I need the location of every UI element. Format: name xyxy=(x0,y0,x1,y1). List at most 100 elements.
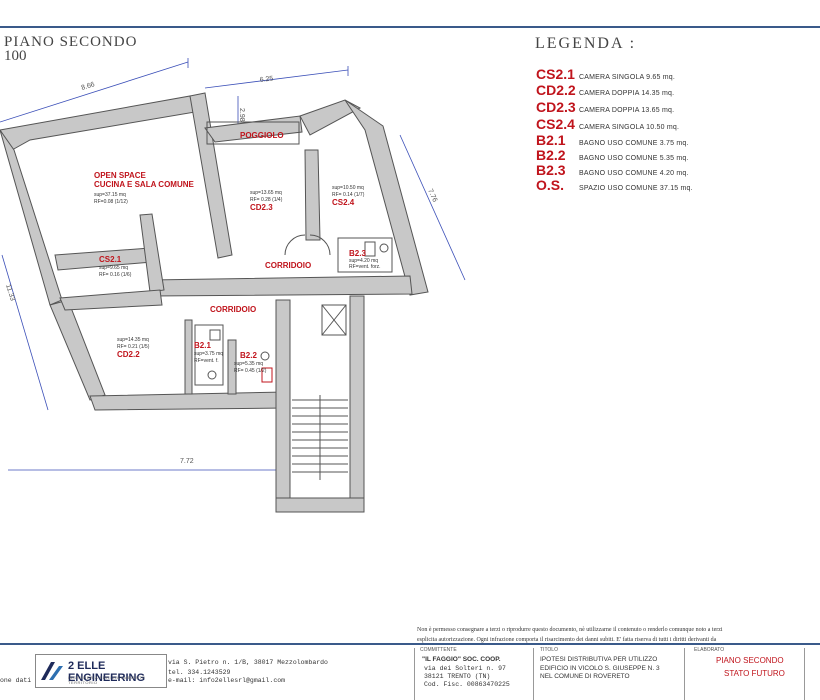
open-space-sublabel: CUCINA E SALA COMUNE xyxy=(94,180,195,189)
dimension-line xyxy=(204,69,349,89)
shower-icon xyxy=(209,329,221,341)
elaborato-line: STATO FUTURO xyxy=(724,669,785,678)
wall xyxy=(275,497,365,513)
wall xyxy=(184,319,193,395)
legend-desc: CAMERA SINGOLA 9.65 mq. xyxy=(579,74,676,81)
legend-desc: SPAZIO USO COMUNE 37.15 mq. xyxy=(579,185,693,192)
dimension-label: 8.66 xyxy=(81,81,96,92)
column-divider xyxy=(533,648,534,700)
b22-code: B2.2 xyxy=(240,351,257,360)
cd22-sup: sup=14.35 mq xyxy=(117,337,149,343)
cs24-sup: sup=10.50 mq xyxy=(332,185,364,191)
client-address: via dei Solteri n. 97 xyxy=(424,665,506,672)
cs21-code: CS2.1 xyxy=(99,255,122,264)
legend-desc: CAMERA DOPPIA 14.35 mq. xyxy=(579,90,675,97)
stair-steps xyxy=(292,395,348,480)
copyright-notice: Non è permesso consegnare a terzi o ripr… xyxy=(417,625,820,645)
bathroom-b23-outline xyxy=(337,237,393,273)
bathroom-b21-outline xyxy=(194,324,224,386)
elevator-shaft xyxy=(321,304,347,336)
dimension-label: 6.25 xyxy=(259,75,273,84)
company-tagline: INGEGNERIA EDILIZIA AMBIENTE TERRITORIO xyxy=(68,675,146,685)
open-space-label: OPEN SPACE xyxy=(94,171,147,180)
client-city: 38121 TRENTO (TN) xyxy=(424,673,491,680)
dimension-line xyxy=(0,61,189,123)
legend-desc: CAMERA SINGOLA 10.50 mq. xyxy=(579,124,680,131)
plan-scale: 100 xyxy=(4,48,27,64)
company-logo: 2 ELLE ENGINEERING INGEGNERIA EDILIZIA A… xyxy=(35,654,167,688)
door-swing xyxy=(284,234,306,256)
client-name: "IL FAGGIO" SOC. COOP. xyxy=(422,656,501,663)
legend-item: O.S. SPAZIO USO COMUNE 37.15 mq. xyxy=(536,177,693,193)
door-swing xyxy=(309,234,331,256)
elaborato-line: PIANO SECONDO xyxy=(716,656,784,665)
legend-desc: CAMERA DOPPIA 13.65 mq. xyxy=(579,107,675,114)
dimension-line xyxy=(399,134,466,281)
b23-rf: RF=vent. forz. xyxy=(349,264,381,270)
balcony-outline xyxy=(206,121,300,145)
cs24-rf: RF= 0.14 (1/7) xyxy=(332,192,365,198)
b21-rf: RF=vent. f. xyxy=(194,358,219,364)
client-tax-code: Cod. Fisc. 00863470225 xyxy=(424,681,510,688)
cd23-rf: RF= 0.28 (1/4) xyxy=(250,197,283,203)
b22-sup: sup=5.35 mq xyxy=(234,361,263,367)
legend-code: O.S. xyxy=(536,177,565,193)
title-line: EDIFICIO IN VICOLO S. GIUSEPPE N. 3 xyxy=(540,665,660,672)
cs21-sup: sup=9.65 mq xyxy=(99,265,128,271)
legend-title: LEGENDA : xyxy=(535,35,637,52)
b21-sup: sup=3.75 mq xyxy=(194,351,223,357)
cd22-code: CD2.2 xyxy=(117,350,140,359)
legend-code: B2.2 xyxy=(536,147,566,163)
wall xyxy=(139,213,165,293)
dimension-label: 2.98 xyxy=(238,108,245,122)
wall xyxy=(299,99,362,136)
wall xyxy=(189,92,233,259)
elevator-cross xyxy=(321,304,347,336)
open-space-rf: RF=0.08 (1/12) xyxy=(94,199,128,205)
wall xyxy=(349,295,365,511)
wall xyxy=(89,391,286,411)
open-space-sup: sup=37.15 mq xyxy=(94,192,126,198)
column-divider xyxy=(804,648,805,700)
toilet-icon xyxy=(379,243,389,253)
client-heading: COMMITTENTE xyxy=(420,647,457,653)
title-heading: TITOLO xyxy=(540,647,558,653)
toilet-icon xyxy=(260,351,270,361)
wall xyxy=(0,95,196,151)
notice-line: Non è permesso consegnare a terzi o ripr… xyxy=(417,627,723,633)
poggiolo-label: POGGIOLO xyxy=(240,131,284,140)
wall xyxy=(49,299,106,401)
b23-code: B2.3 xyxy=(349,249,366,258)
logo-mark-icon xyxy=(41,662,63,680)
wall xyxy=(59,289,163,311)
wall xyxy=(149,275,413,297)
shower-icon xyxy=(364,241,376,257)
wall xyxy=(227,339,237,395)
title-line: NEL COMUNE DI ROVERETO xyxy=(540,673,630,680)
wall xyxy=(304,149,321,241)
corridor-label-upper: CORRIDOIO xyxy=(265,261,311,270)
dimension-label: 11.33 xyxy=(4,284,16,302)
dimension-line xyxy=(1,254,49,411)
company-name: 2 ELLE ENGINEERING xyxy=(68,660,146,684)
legend-code: CS2.4 xyxy=(536,116,575,132)
dimension-label: 7.72 xyxy=(180,458,194,465)
legend-code: CD2.3 xyxy=(536,99,576,115)
footer-rule xyxy=(0,643,820,645)
elaborato-heading: ELABORATO xyxy=(694,647,725,653)
b21-code: B2.1 xyxy=(194,341,211,350)
b23-sup: sup=4.20 mq xyxy=(349,258,378,264)
legend-code: CS2.1 xyxy=(536,66,575,82)
dimension-label: 7.76 xyxy=(426,188,438,203)
company-address: via S. Pietro n. 1/B, 38017 Mezzolombard… xyxy=(168,659,328,666)
legend-desc: BAGNO USO COMUNE 4.20 mq. xyxy=(579,170,689,177)
floor-plan: 8.66 6.25 2.98 7.76 11.33 7.72 POGGIOLO xyxy=(0,58,466,513)
cs21-rf: RF= 0.16 (1/6) xyxy=(99,272,132,278)
b22-rf: RF= 0.45 (1/2) xyxy=(234,368,267,374)
corridor-label-lower: CORRIDOIO xyxy=(210,305,256,314)
cs24-code: CS2.4 xyxy=(332,198,355,207)
footer-left-cut: one dati : xyxy=(0,677,40,684)
legend-code: B2.3 xyxy=(536,162,566,178)
